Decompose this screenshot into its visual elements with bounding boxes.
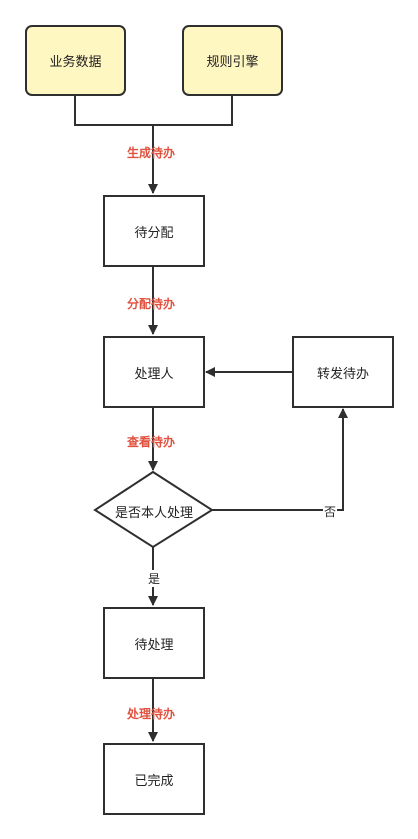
edge-label-view-todo: 查看待办: [127, 435, 176, 449]
node-completed: 已完成: [103, 743, 205, 815]
node-pending-process-label: 待处理: [134, 637, 174, 653]
node-handler-label: 处理人: [134, 366, 174, 382]
node-business-data-label: 业务数据: [49, 55, 102, 70]
node-forward-todo-label: 转发待办: [316, 366, 369, 382]
arrow-no-branch: [212, 408, 348, 511]
node-business-data: 业务数据: [25, 25, 126, 96]
node-handler: 处理人: [103, 336, 205, 408]
edge-label-yes: 是: [147, 570, 162, 587]
connector-business-data: [74, 95, 153, 126]
decision-label: 是否本人处理: [115, 506, 194, 521]
edge-label-no: 否: [323, 503, 338, 520]
node-pending-process: 待处理: [103, 607, 205, 679]
node-rule-engine-label: 规则引擎: [206, 55, 259, 70]
node-completed-label: 已完成: [134, 773, 174, 789]
node-forward-todo: 转发待办: [292, 336, 394, 408]
connector-rule-engine: [153, 95, 233, 126]
node-pending-assign-label: 待分配: [134, 225, 174, 241]
node-rule-engine: 规则引擎: [182, 25, 283, 96]
node-pending-assign: 待分配: [103, 195, 205, 267]
edge-label-generate-todo: 生成待办: [127, 146, 176, 160]
edge-label-assign-todo: 分配待办: [127, 297, 176, 311]
edge-label-process-todo: 处理待办: [127, 707, 176, 721]
